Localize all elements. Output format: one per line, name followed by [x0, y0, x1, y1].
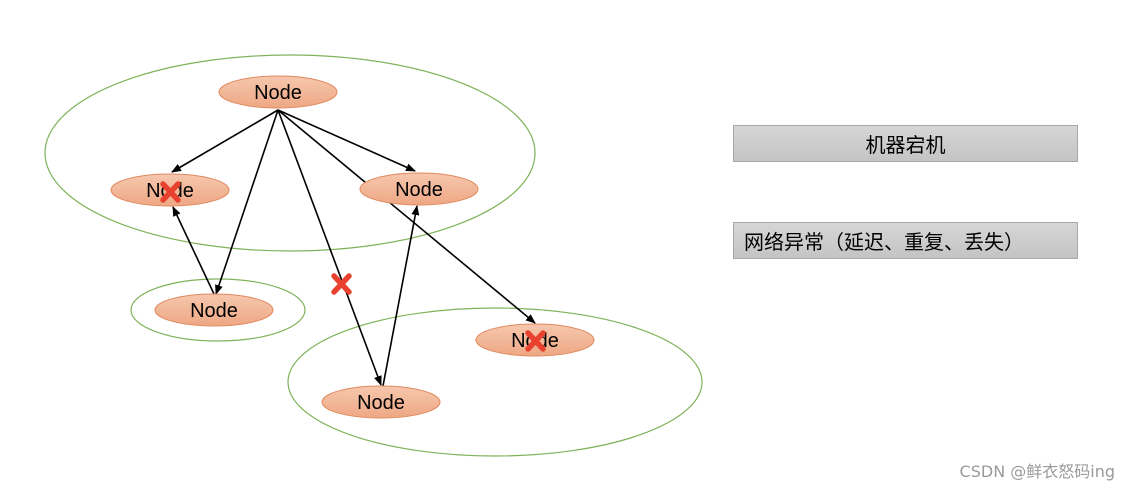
node-top: Node	[218, 75, 338, 109]
network-fault-mark-icon	[331, 273, 352, 295]
arrow-top-to-left	[171, 109, 279, 173]
node-small: Node	[154, 293, 274, 327]
node-label: Node	[357, 392, 405, 414]
legend-machine-down: 机器宕机	[733, 125, 1078, 162]
node-bottom-left: Node	[321, 385, 441, 419]
connection-arrows	[171, 109, 536, 387]
node-right: Node	[359, 172, 479, 206]
machine-down-mark-left-icon	[160, 181, 181, 203]
arrow-bottom-left-to-right	[382, 205, 420, 387]
node-label: Node	[395, 179, 443, 201]
legend-network-fault-label: 网络异常（延迟、重复、丢失）	[744, 230, 1024, 254]
arrow-top-to-bottom-left	[277, 109, 382, 386]
node-label: Node	[190, 300, 238, 322]
arrow-top-to-small	[215, 109, 279, 295]
arrow-small-to-left	[172, 206, 215, 295]
machine-down-mark-bottom-right-icon	[525, 330, 546, 352]
cluster-group-top	[44, 54, 536, 252]
legend-machine-down-label: 机器宕机	[865, 133, 946, 157]
cluster-group-small	[130, 278, 306, 342]
node-label: Node	[254, 82, 302, 104]
cluster-group-bottom	[287, 307, 703, 457]
arrow-top-to-right	[277, 109, 416, 172]
legend-network-fault: 网络异常（延迟、重复、丢失）	[733, 222, 1078, 259]
arrow-top-to-bottom-right	[277, 109, 536, 324]
watermark: CSDN @鲜衣怒码ing	[959, 462, 1115, 481]
